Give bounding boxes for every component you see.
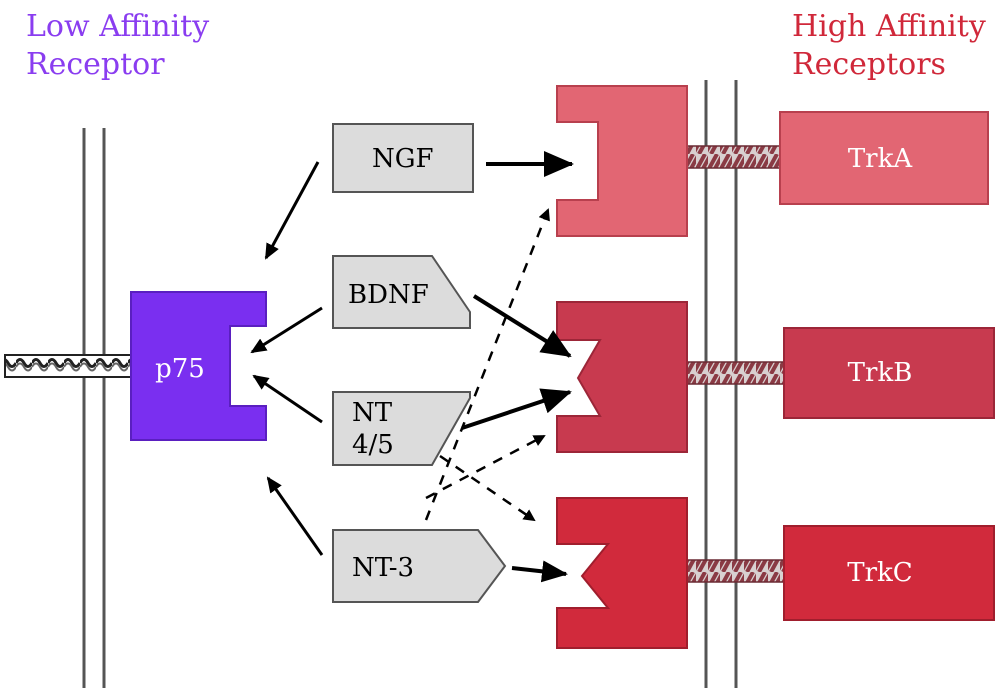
arrow-nt3-to-p75	[266, 476, 324, 556]
trka-transmembrane-link	[685, 145, 783, 169]
dashed-arrow-nt3-to-trka	[424, 208, 550, 521]
nt3-label: NT-3	[352, 553, 414, 583]
trkb-transmembrane-link	[685, 361, 785, 385]
arrow-nt45-to-trkb	[461, 388, 572, 430]
nt45-label-line1: NT	[352, 398, 393, 428]
dashed-arrow-nt3-to-trkb	[425, 434, 546, 500]
trkb-receptor: TrkB	[783, 327, 995, 419]
p75-label: p75	[155, 354, 205, 384]
ngf-ligand: NGF	[332, 123, 474, 193]
arrow-nt45-to-p75	[252, 374, 323, 424]
high-affinity-title-line1: High Affinity	[792, 9, 986, 44]
high-affinity-title-line2: Receptors	[792, 47, 946, 82]
low-affinity-title: Low Affinity Receptor	[26, 8, 209, 84]
p75-transmembrane-chain	[4, 354, 134, 378]
nt45-ligand: NT 4/5	[332, 391, 471, 466]
trkb-extracellular-domain	[556, 301, 688, 453]
trka-extracellular-domain	[556, 85, 688, 237]
left-membrane	[82, 128, 106, 688]
bdnf-ligand: BDNF	[332, 255, 471, 329]
trkc-label: TrkC	[847, 558, 912, 588]
trka-receptor: TrkA	[779, 111, 989, 205]
dashed-arrow-nt45-to-trkc	[439, 454, 536, 522]
low-affinity-title-line1: Low Affinity	[26, 9, 210, 44]
nt3-ligand: NT-3	[332, 529, 507, 603]
trka-label: TrkA	[848, 144, 914, 174]
trkc-transmembrane-link	[685, 559, 785, 583]
bdnf-label: BDNF	[348, 280, 429, 310]
ngf-label: NGF	[372, 144, 434, 174]
arrow-bdnf-to-trkb	[472, 294, 572, 358]
trkb-label: TrkB	[848, 358, 913, 388]
low-affinity-title-line2: Receptor	[26, 47, 165, 82]
arrow-bdnf-to-p75	[250, 306, 323, 354]
arrow-ngf-to-p75	[264, 161, 320, 260]
trkc-extracellular-domain	[556, 497, 688, 649]
nt45-label-line2: 4/5	[352, 430, 394, 460]
high-affinity-title: High Affinity Receptors	[792, 8, 986, 84]
p75-receptor: p75	[130, 291, 267, 441]
arrow-nt3-to-trkc	[511, 560, 568, 583]
trkc-receptor: TrkC	[783, 525, 995, 621]
